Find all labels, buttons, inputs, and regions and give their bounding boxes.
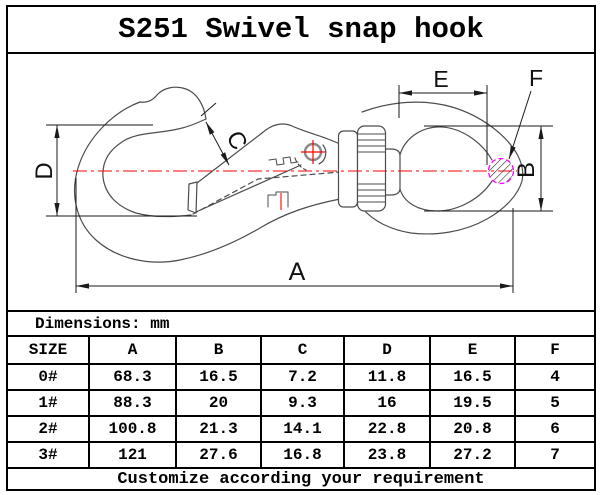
spec-sheet: S251 Swivel snap hook bbox=[6, 5, 596, 491]
table-cell: 2# bbox=[38, 420, 58, 438]
table-cell: 22.8 bbox=[343, 417, 429, 441]
dimensions-table: Dimensions: mm SIZE A B C D E F 0# 68.3 … bbox=[8, 310, 594, 489]
table-cell: 121 bbox=[88, 443, 175, 467]
header-cell-f: F bbox=[514, 337, 594, 363]
dimensions-note: Dimensions: mm bbox=[8, 310, 594, 335]
header-cell-c: C bbox=[260, 337, 343, 363]
table-header-row: SIZE A B C D E F bbox=[8, 335, 594, 363]
dim-D bbox=[46, 124, 197, 217]
table-cell: 88.3 bbox=[88, 391, 175, 415]
dim-label-A: A bbox=[289, 258, 306, 286]
table-cell: 68.3 bbox=[88, 365, 175, 389]
table-cell: 20 bbox=[175, 391, 260, 415]
table-cell: 16.5 bbox=[175, 365, 260, 389]
header-cell-a: A bbox=[88, 337, 175, 363]
header-cell-d: D bbox=[343, 337, 429, 363]
dim-label-C: C bbox=[221, 126, 253, 154]
table-cell: 0# bbox=[38, 368, 58, 386]
table-row-0: 0# 68.3 16.5 7.2 11.8 16.5 4 bbox=[8, 363, 594, 389]
spring-detail bbox=[268, 156, 299, 166]
table-cell: 16.5 bbox=[429, 365, 514, 389]
hidden-latch-detail bbox=[267, 191, 289, 208]
table-cell: 9.3 bbox=[260, 391, 343, 415]
table-footer: Customize according your requirement bbox=[8, 467, 594, 489]
table-cell: 1# bbox=[38, 394, 58, 412]
pivot-boss bbox=[294, 144, 327, 171]
header-cell-e: E bbox=[429, 337, 514, 363]
table-cell: 4 bbox=[514, 365, 594, 389]
dim-label-E: E bbox=[433, 66, 448, 92]
dim-B bbox=[424, 125, 553, 212]
table-cell: 21.3 bbox=[175, 417, 260, 441]
pivot-rivet bbox=[301, 140, 325, 164]
hook-body-outline bbox=[73, 86, 341, 263]
table-cell: 7.2 bbox=[260, 365, 343, 389]
table-cell: 19.5 bbox=[429, 391, 514, 415]
header-cell-size: SIZE bbox=[28, 341, 68, 359]
table-cell: 100.8 bbox=[88, 417, 175, 441]
table-cell: 6 bbox=[514, 417, 594, 441]
section-circle bbox=[487, 157, 515, 185]
table-cell: 23.8 bbox=[343, 443, 429, 467]
table-cell: 3# bbox=[38, 446, 58, 464]
table-cell: 14.1 bbox=[260, 417, 343, 441]
table-cell: 7 bbox=[514, 443, 594, 467]
table-cell: 20.8 bbox=[429, 417, 514, 441]
table-cell: 16 bbox=[343, 391, 429, 415]
table-row-1: 1# 88.3 20 9.3 16 19.5 5 bbox=[8, 389, 594, 415]
dim-label-B: B bbox=[513, 162, 540, 178]
knurl-ribs bbox=[357, 133, 386, 203]
header-cell-b: B bbox=[175, 337, 260, 363]
table-cell: 5 bbox=[514, 391, 594, 415]
dim-label-F: F bbox=[529, 65, 543, 91]
dimension-arrows bbox=[54, 90, 544, 289]
table-cell: 27.2 bbox=[429, 443, 514, 467]
table-cell: 11.8 bbox=[343, 365, 429, 389]
table-row-3: 3# 121 27.6 16.8 23.8 27.2 7 bbox=[8, 441, 594, 467]
technical-drawing: D C E F B A bbox=[8, 54, 594, 310]
snap-hook-drawing: D C E F B A bbox=[31, 65, 553, 293]
dim-label-D: D bbox=[31, 162, 58, 179]
table-cell: 27.6 bbox=[175, 443, 260, 467]
gate-lever bbox=[187, 132, 341, 215]
table-row-2: 2# 100.8 21.3 14.1 22.8 20.8 6 bbox=[8, 415, 594, 441]
table-cell: 16.8 bbox=[260, 443, 343, 467]
swivel-collar bbox=[337, 125, 387, 212]
dim-E bbox=[398, 85, 488, 165]
dim-A bbox=[75, 178, 514, 293]
page-title: S251 Swivel snap hook bbox=[8, 7, 594, 54]
